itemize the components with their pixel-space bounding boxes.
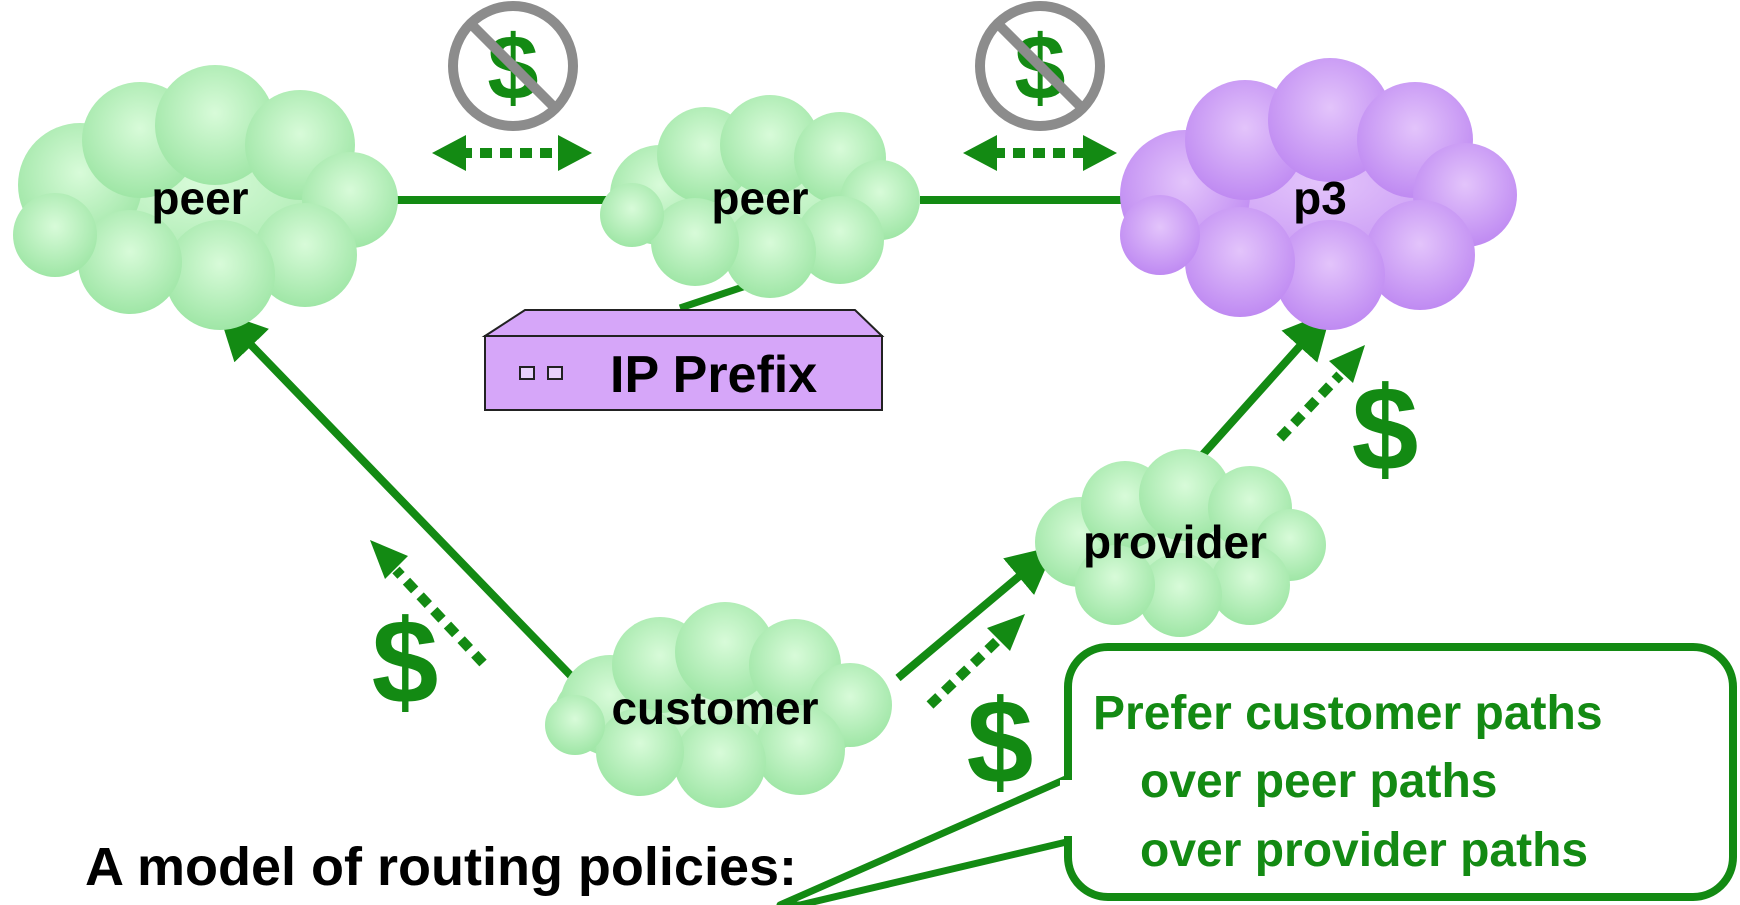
dotted-arrow-provider-p3 — [1276, 345, 1365, 442]
cloud-peer-left: peer — [13, 65, 398, 330]
dollar-icon: $ — [372, 595, 439, 729]
callout-box — [1064, 643, 1737, 901]
no-money-icon: $ — [448, 1, 578, 131]
no-money-icon: $ — [975, 1, 1105, 131]
node-label-customer: customer — [611, 682, 818, 734]
callout-pointer — [776, 771, 1079, 905]
router-icon — [481, 309, 885, 411]
link-customer-peer — [218, 311, 578, 683]
cloud-peer-middle: peer — [600, 95, 920, 298]
link-provider-p3 — [1177, 310, 1332, 483]
cloud-icon — [13, 65, 398, 330]
node-label-peer-left: peer — [151, 172, 248, 224]
device-label: IP Prefix — [610, 346, 817, 404]
dotted-arrow-peer-peer — [432, 135, 592, 171]
cloud-p3: p3 — [1120, 58, 1517, 330]
cloud-icon — [600, 95, 920, 298]
dollar-icon: $ — [1352, 362, 1419, 496]
dotted-arrow-customer-provider — [926, 614, 1025, 709]
cloud-customer: customer — [545, 602, 892, 808]
cloud-icon — [1035, 449, 1326, 637]
dollar-icon: $ — [967, 675, 1034, 809]
link-customer-provider — [895, 545, 1056, 682]
callout-line-1: Prefer customer paths — [1093, 687, 1603, 740]
dotted-arrow-customer-peer — [370, 540, 487, 667]
cloud-icon — [545, 602, 892, 808]
node-label-provider: provider — [1083, 516, 1267, 568]
callout-line-3: over provider paths — [1140, 824, 1588, 877]
cloud-provider: provider — [1035, 449, 1326, 637]
caption: A model of routing policies: — [85, 837, 797, 897]
ip-prefix-device: IP Prefix — [481, 309, 885, 411]
node-label-peer-middle: peer — [711, 172, 808, 224]
cloud-icon — [1120, 58, 1517, 330]
node-label-p3: p3 — [1293, 172, 1347, 224]
dotted-arrow-peer-p3 — [963, 135, 1117, 171]
callout-line-2: over peer paths — [1140, 755, 1497, 808]
